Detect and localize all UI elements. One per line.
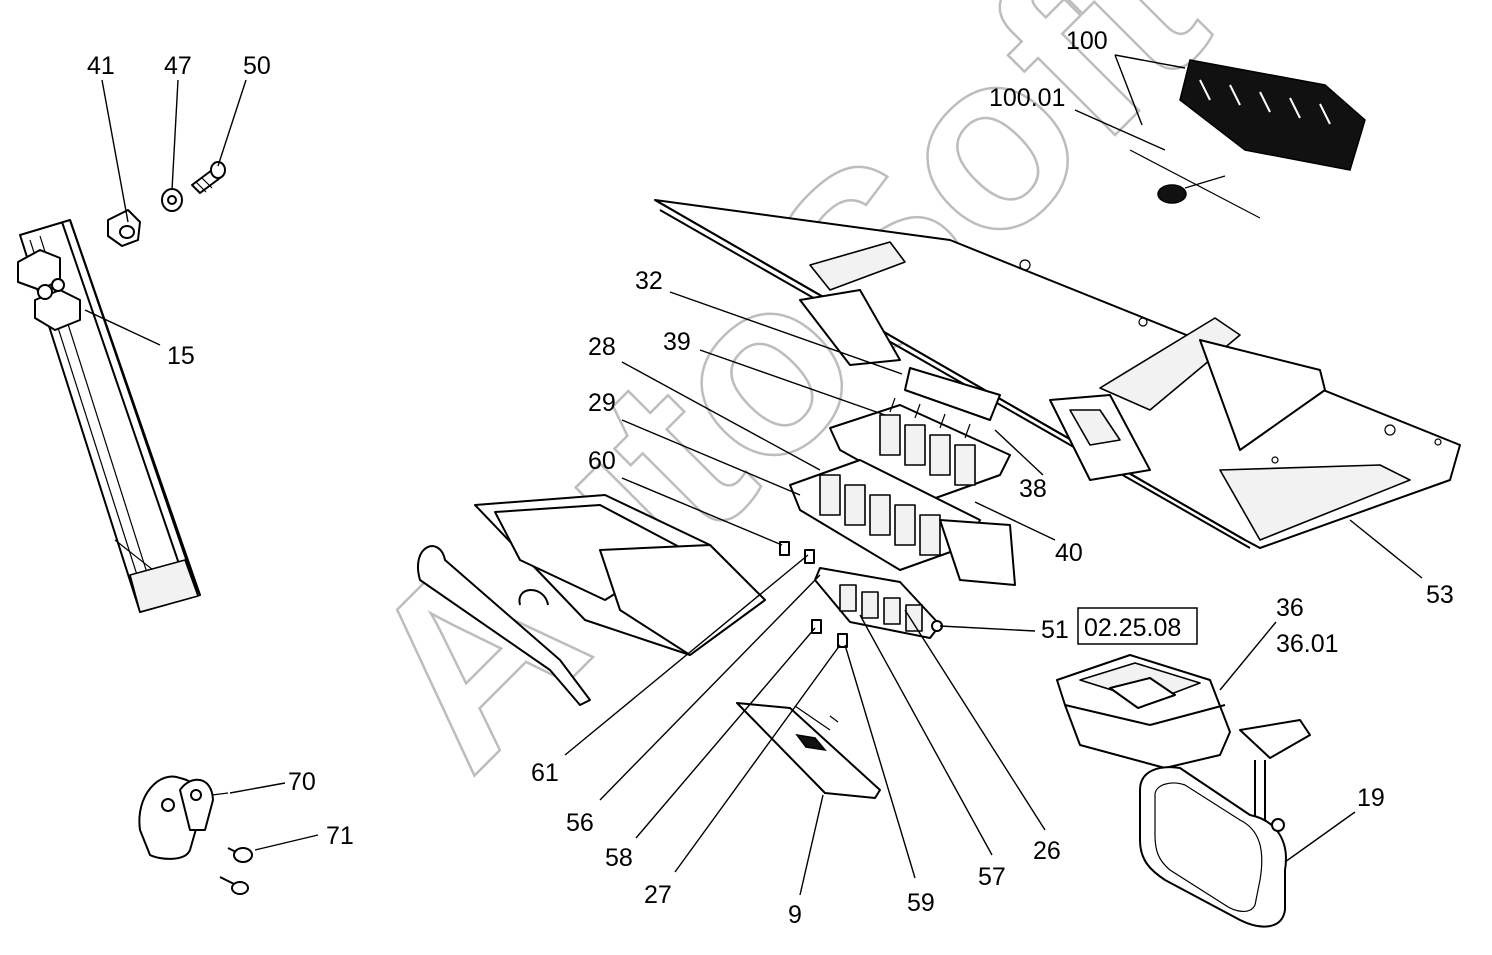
- label-9: 9: [788, 901, 802, 929]
- small-pads: [779, 541, 848, 648]
- bracket-part-70: [138, 775, 229, 860]
- washer-part-47: [161, 188, 183, 212]
- label-58: 58: [605, 844, 633, 872]
- label-61: 61: [531, 759, 559, 787]
- reference-code: 02.25.08: [1084, 614, 1181, 642]
- label-39: 39: [663, 328, 691, 356]
- label-38: 38: [1019, 475, 1047, 503]
- label-47: 47: [164, 52, 192, 80]
- label-57: 57: [978, 863, 1006, 891]
- label-70: 70: [288, 768, 316, 796]
- label-56: 56: [566, 809, 594, 837]
- label-29: 29: [588, 389, 616, 417]
- label-40: 40: [1055, 539, 1083, 567]
- clip-part-41: [107, 209, 141, 247]
- label-71: 71: [326, 822, 354, 850]
- label-50: 50: [243, 52, 271, 80]
- label-100: 100: [1066, 27, 1108, 55]
- label-19: 19: [1357, 784, 1385, 812]
- switch-assembly: [789, 367, 1016, 586]
- label-27: 27: [644, 881, 672, 909]
- screw-part-71: [219, 847, 253, 895]
- label-36: 36: [1276, 594, 1304, 622]
- label-60: 60: [588, 447, 616, 475]
- pillar-part-15: [17, 219, 201, 613]
- display-part-36: [1056, 654, 1231, 769]
- label-51: 51: [1041, 616, 1069, 644]
- label-100-01: 100.01: [989, 84, 1065, 112]
- bracket-part-61: [417, 494, 766, 706]
- label-41: 41: [87, 52, 115, 80]
- bolt-part-50: [191, 161, 226, 194]
- label-32: 32: [635, 267, 663, 295]
- label-15: 15: [167, 342, 195, 370]
- label-53: 53: [1426, 581, 1454, 609]
- switch-row: [814, 567, 943, 639]
- part-labels: 41 47 50 15 100 100.01 32 28 39 29 60 38…: [87, 27, 1454, 929]
- reference-box: [1077, 607, 1198, 645]
- connector-part-100: [1129, 59, 1366, 219]
- panel-part-53: [654, 199, 1461, 549]
- cover-part-9: [736, 702, 881, 799]
- mirror-part-19: [1139, 719, 1311, 928]
- label-26: 26: [1033, 837, 1061, 865]
- leader-lines: [84, 54, 1423, 896]
- label-28: 28: [588, 333, 616, 361]
- label-36-01: 36.01: [1276, 630, 1339, 658]
- label-59: 59: [907, 889, 935, 917]
